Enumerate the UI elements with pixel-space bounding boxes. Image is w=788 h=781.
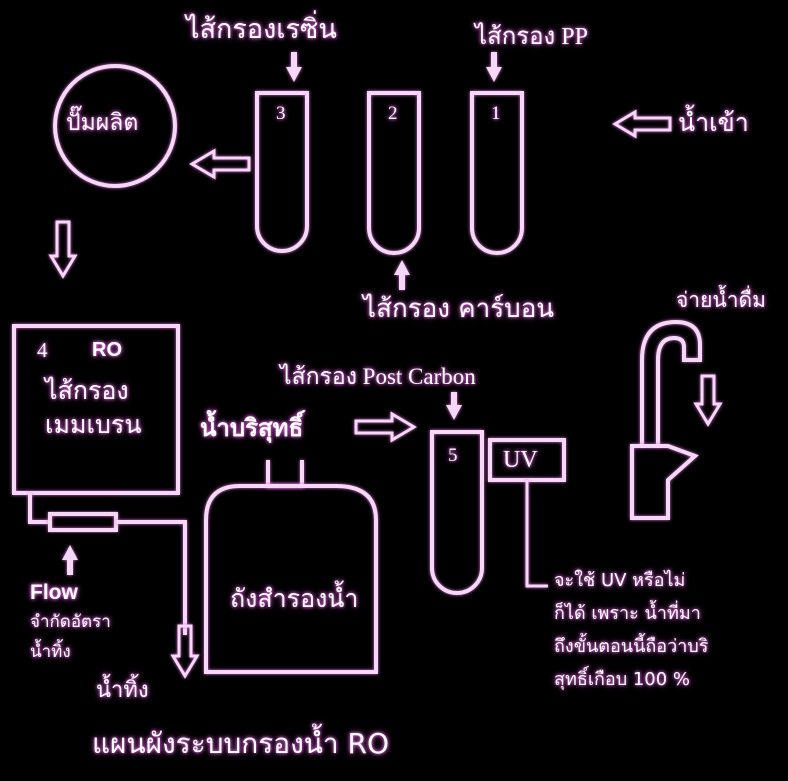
flow-restrictor: [48, 512, 118, 532]
ro-number: 4: [37, 338, 48, 362]
diagram-title: แผนผังระบบกรองน้ำ RO: [92, 727, 390, 760]
pump-circle: [53, 64, 177, 188]
filter-number-5: 5: [448, 445, 458, 466]
resin-filter-housing: [255, 91, 309, 253]
down-flow-arrow-icon: [48, 220, 78, 279]
carbon-filter-housing: [367, 91, 421, 255]
pump-flow-arrow-icon: [189, 148, 251, 180]
flow-desc-line1: จำกัดอัตรา: [30, 612, 111, 632]
uv-note-line2: ก็ได้ เพราะ น้ำที่มา: [554, 603, 701, 624]
inlet-arrow-icon: [612, 109, 672, 139]
pp-pointer-icon: [486, 52, 502, 82]
uv-label: UV: [503, 447, 538, 473]
membrane-label-line2: เมมเบรน: [45, 410, 142, 439]
waste-pipe-outlet: [116, 520, 187, 635]
carbon-filter-label: ไส้กรอง คาร์บอน: [363, 294, 555, 324]
resin-filter-label: ไส้กรองเรซิ่น: [186, 14, 337, 45]
post-carbon-pointer-icon: [446, 392, 462, 420]
post-carbon-filter-housing: [430, 430, 484, 595]
pump-label: ปั๊มผลิต: [66, 110, 139, 136]
carbon-pointer-icon: [394, 260, 410, 290]
membrane-label-line1: ไส้กรอง: [45, 376, 129, 405]
pure-water-label: น้ำบริสุทธิ์: [200, 414, 304, 442]
filter-number-3: 3: [276, 103, 286, 124]
storage-tank: [204, 484, 378, 674]
pp-filter-housing: [470, 91, 524, 255]
flow-desc-line2: น้ำทิ้ง: [30, 642, 71, 662]
waste-pipe: [28, 493, 50, 524]
waste-water-label: น้ำทิ้ง: [96, 678, 149, 703]
post-carbon-label: ไส้กรอง Post Carbon: [280, 364, 476, 389]
flow-pointer-icon: [62, 545, 78, 575]
filter-number-2: 2: [388, 103, 398, 124]
flow-label: Flow: [30, 581, 78, 604]
uv-note-line1: จะใช้ UV หรือไม่: [554, 570, 686, 591]
faucet-spout: [640, 319, 702, 446]
uv-note-line3: ถึงขั้นตอนนี้ถือว่าบริ: [554, 636, 709, 657]
filter-number-1: 1: [491, 103, 501, 124]
dispense-arrow-icon: [693, 374, 723, 427]
ro-membrane-box: [12, 324, 180, 495]
pp-filter-label: ไส้กรอง PP: [475, 24, 588, 50]
resin-pointer-icon: [286, 52, 302, 82]
uv-note-line4: สุทธิ์เกือบ 100 %: [554, 669, 691, 690]
tank-connector: [266, 460, 304, 488]
ro-code: RO: [92, 339, 122, 361]
waste-arrow-icon: [170, 624, 200, 679]
faucet-body: [630, 444, 699, 520]
tank-label: ถังสำรองน้ำ: [230, 584, 359, 613]
uv-note-callout-line: [525, 480, 548, 588]
dispense-label: จ่ายน้ำดื่ม: [676, 288, 767, 312]
water-in-label: น้ำเข้า: [678, 108, 749, 137]
pure-water-arrow-icon: [354, 411, 417, 443]
